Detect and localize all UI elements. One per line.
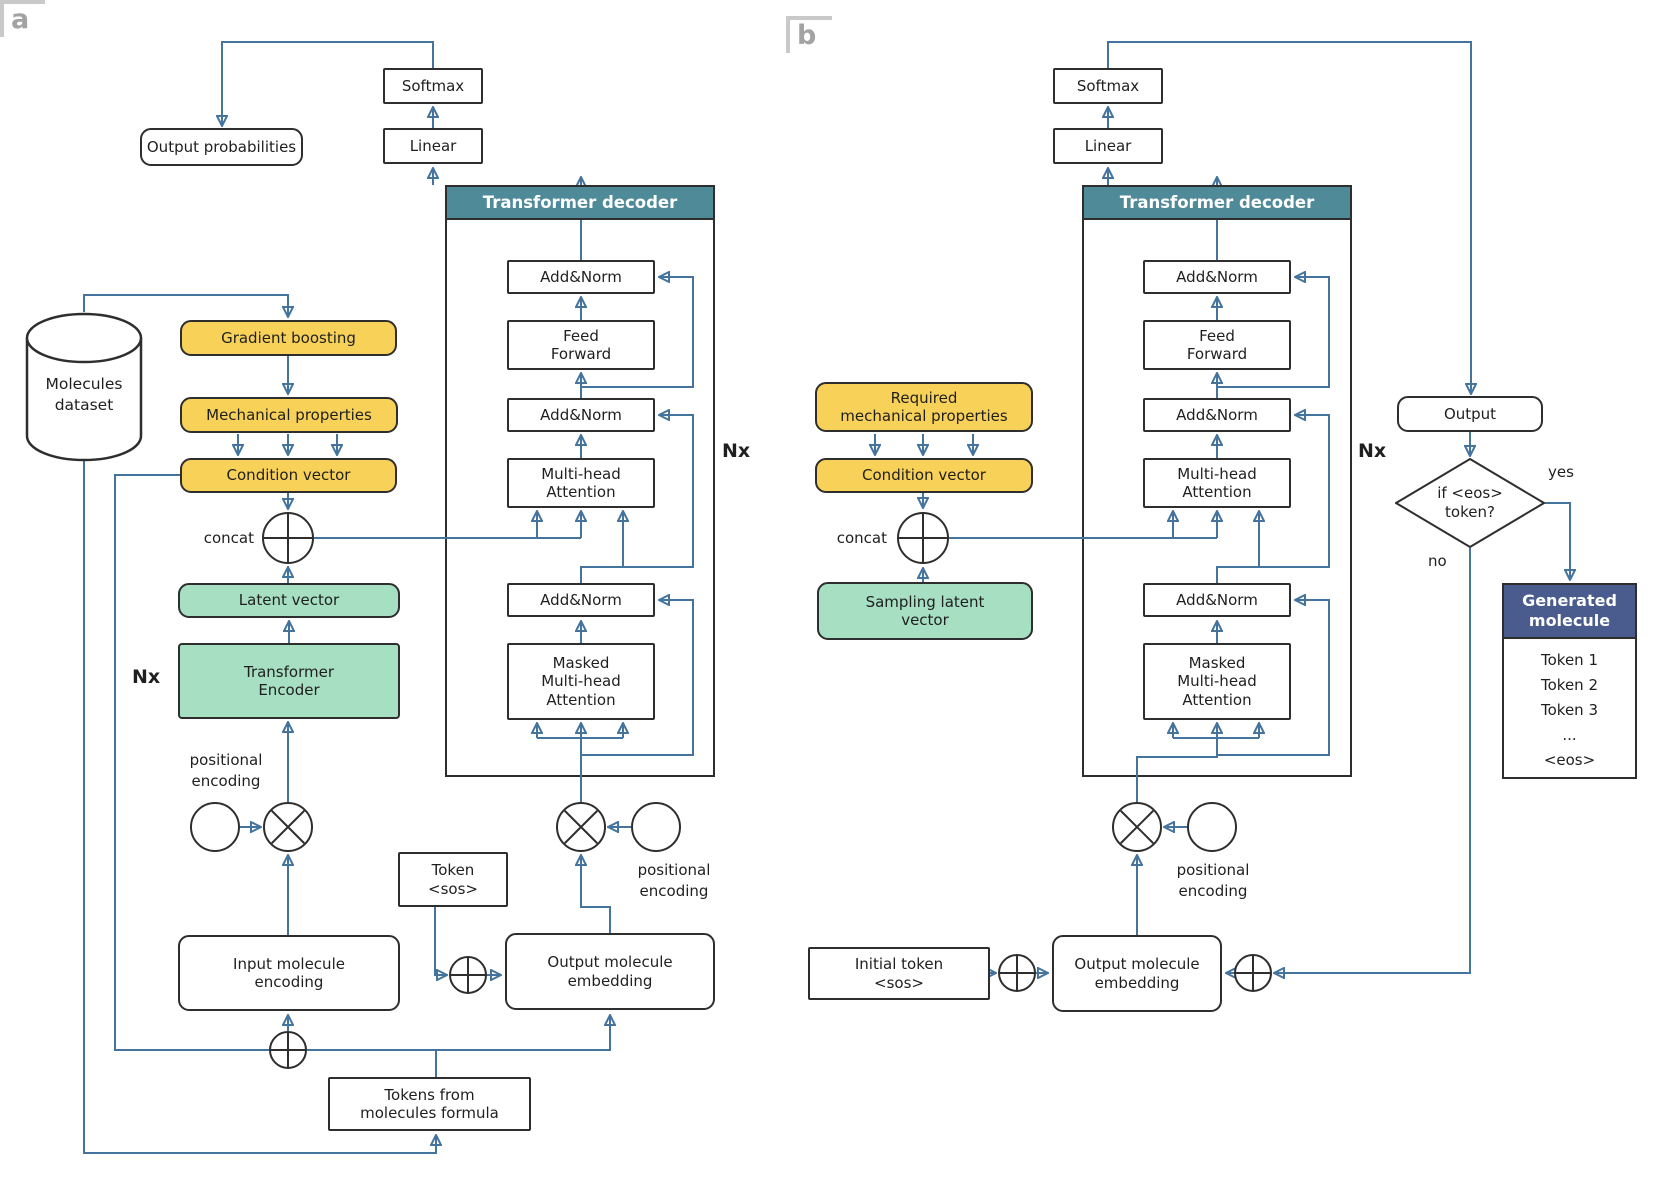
latent-vector-box: Latent vector bbox=[178, 583, 400, 618]
generated-molecule-box: Generated molecule Token 1 Token 2 Token… bbox=[1502, 583, 1637, 779]
generated-token-item: Token 1 bbox=[1541, 650, 1598, 669]
gradient-boosting-box: Gradient boosting bbox=[180, 320, 397, 356]
add-operator-bottom-a bbox=[269, 1031, 307, 1069]
nx-label-decoder-a: Nx bbox=[722, 440, 751, 462]
multi-head-attention-box-b: Multi-head Attention bbox=[1143, 458, 1291, 508]
masked-attention-box-a: Masked Multi-head Attention bbox=[507, 643, 655, 720]
masked-attention-box-b: Masked Multi-head Attention bbox=[1143, 643, 1291, 720]
positional-encoding-circle-decoder-a bbox=[631, 802, 681, 852]
feed-forward-box-b: Feed Forward bbox=[1143, 320, 1291, 370]
condition-vector-box-b: Condition vector bbox=[815, 458, 1033, 493]
positional-encoding-label-decoder-a: positional encoding bbox=[637, 861, 711, 900]
diamond-shape bbox=[1394, 457, 1546, 549]
molecules-dataset-label: Molecules dataset bbox=[45, 375, 123, 414]
concat-label-a: concat bbox=[203, 529, 254, 547]
sampling-latent-vector-box: Sampling latent vector bbox=[817, 582, 1033, 640]
multiply-operator-encoder-a bbox=[263, 802, 313, 852]
no-label: no bbox=[1428, 552, 1447, 570]
softmax-box-a: Softmax bbox=[383, 68, 483, 104]
positional-encoding-label-encoder-a: positional encoding bbox=[189, 751, 263, 790]
generated-molecule-token-list: Token 1 Token 2 Token 3 ... <eos> bbox=[1504, 639, 1635, 772]
eos-decision-diamond: if <eos> token? bbox=[1394, 457, 1546, 549]
add-norm-3-box-a: Add&Norm bbox=[507, 583, 655, 617]
yes-label: yes bbox=[1548, 463, 1574, 481]
add-norm-2-box-a: Add&Norm bbox=[507, 398, 655, 432]
softmax-box-b: Softmax bbox=[1053, 68, 1163, 104]
concat-operator-a bbox=[262, 512, 314, 564]
transformer-encoder-box: Transformer Encoder bbox=[178, 643, 400, 719]
tokens-from-formula-box: Tokens from molecules formula bbox=[328, 1077, 531, 1131]
generated-token-item: Token 3 bbox=[1541, 700, 1598, 719]
feed-forward-box-a: Feed Forward bbox=[507, 320, 655, 370]
concat-operator-b bbox=[897, 512, 949, 564]
add-operator-loop-b bbox=[1234, 954, 1272, 992]
mechanical-properties-box: Mechanical properties bbox=[180, 397, 398, 433]
positional-encoding-circle-encoder-a bbox=[190, 802, 240, 852]
transformer-decoder-container-b: Transformer decoder bbox=[1082, 185, 1352, 777]
initial-token-box: Initial token <sos> bbox=[808, 947, 990, 1000]
output-molecule-embedding-box-a: Output molecule embedding bbox=[505, 933, 715, 1010]
nx-label-decoder-b: Nx bbox=[1358, 440, 1387, 462]
positional-encoding-circle-decoder-b bbox=[1187, 802, 1237, 852]
panel-b-tag: b bbox=[786, 16, 833, 54]
token-sos-box-a: Token <sos> bbox=[398, 852, 508, 907]
nx-label-encoder-a: Nx bbox=[132, 666, 161, 688]
positional-encoding-label-decoder-b: positional encoding bbox=[1176, 861, 1250, 900]
multiply-operator-decoder-a bbox=[556, 802, 606, 852]
generated-token-item: <eos> bbox=[1543, 750, 1596, 769]
transformer-decoder-header-b: Transformer decoder bbox=[1082, 185, 1352, 220]
multi-head-attention-box-a: Multi-head Attention bbox=[507, 458, 655, 508]
add-operator-initial-token bbox=[998, 954, 1036, 992]
add-norm-1-box-b: Add&Norm bbox=[1143, 260, 1291, 294]
linear-box-b: Linear bbox=[1053, 128, 1163, 164]
eos-decision-label: if <eos> token? bbox=[1437, 484, 1503, 521]
add-norm-1-box-a: Add&Norm bbox=[507, 260, 655, 294]
add-operator-token-a bbox=[449, 956, 487, 994]
output-probabilities-box: Output probabilities bbox=[140, 128, 303, 166]
concat-label-b: concat bbox=[836, 529, 887, 547]
generated-token-item: Token 2 bbox=[1541, 675, 1598, 694]
input-molecule-encoding-box: Input molecule encoding bbox=[178, 935, 400, 1011]
add-norm-2-box-b: Add&Norm bbox=[1143, 398, 1291, 432]
molecules-dataset-cylinder: Molecules dataset bbox=[25, 312, 143, 464]
condition-vector-box-a: Condition vector bbox=[180, 458, 397, 493]
output-molecule-embedding-box-b: Output molecule embedding bbox=[1052, 935, 1222, 1012]
overlay-connectors bbox=[314, 537, 1218, 802]
required-mechanical-properties-box: Required mechanical properties bbox=[815, 382, 1033, 432]
generated-token-item: ... bbox=[1562, 725, 1577, 744]
cylinder-shape bbox=[25, 312, 143, 462]
multiply-operator-decoder-b bbox=[1112, 802, 1162, 852]
linear-box-a: Linear bbox=[383, 128, 483, 164]
output-box: Output bbox=[1397, 396, 1543, 432]
panel-a-tag: a bbox=[0, 0, 46, 38]
generated-molecule-header: Generated molecule bbox=[1504, 585, 1635, 639]
add-norm-3-box-b: Add&Norm bbox=[1143, 583, 1291, 617]
